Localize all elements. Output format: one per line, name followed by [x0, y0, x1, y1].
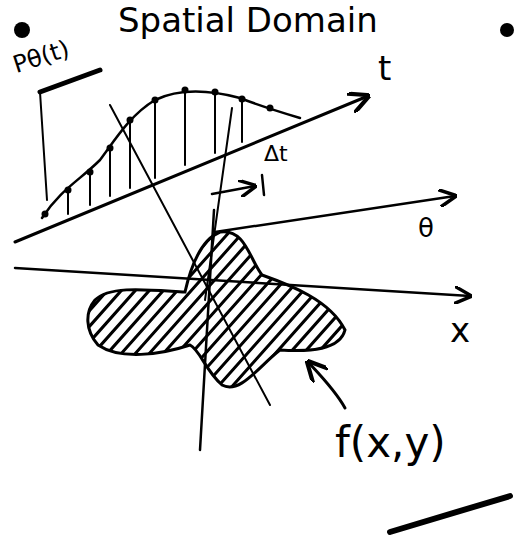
underline	[40, 70, 100, 92]
projection-label: Pθ(t)	[10, 36, 73, 79]
sketch-lines	[0, 22, 522, 532]
sample-dots	[42, 87, 274, 218]
object-hatching	[0, 220, 522, 400]
function-label: f(x,y)	[335, 420, 446, 466]
bullet-dot	[500, 23, 514, 37]
projection-curve	[42, 92, 300, 219]
axis-label: t	[378, 50, 391, 87]
ray-line	[110, 105, 270, 405]
step-label: Δt	[264, 142, 288, 166]
title: Spatial Domain	[118, 2, 378, 39]
bullet-dot	[14, 22, 30, 38]
delta-arrow	[212, 186, 255, 194]
underline	[390, 496, 510, 532]
leader-arrow	[308, 362, 345, 408]
sample-stems	[68, 90, 242, 214]
delta-tick	[262, 175, 264, 195]
angle-label: θ	[418, 214, 434, 243]
t-axis	[15, 96, 368, 242]
axis-label: x	[450, 312, 470, 349]
leader-line	[40, 92, 47, 200]
